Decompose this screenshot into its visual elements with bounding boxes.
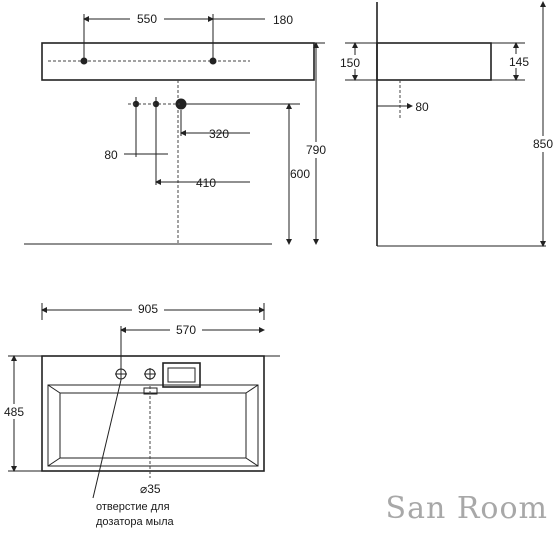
- bowl-outer: [47, 384, 259, 467]
- dim-label-150: 150: [340, 56, 360, 70]
- dim-label-180: 180: [273, 13, 293, 27]
- dim-label-850: 850: [533, 137, 553, 151]
- hole-diameter-label: ⌀35: [140, 482, 161, 496]
- right-mount-hole-icon: [209, 57, 217, 65]
- tray-cutout-outline: [162, 362, 201, 388]
- dim-label-550: 550: [137, 12, 157, 26]
- dim-label-905: 905: [138, 302, 158, 316]
- soap-hole-leader-line: [92, 379, 122, 499]
- dim-label-80-side: 80: [415, 100, 429, 114]
- plan-view: 905 570 485 ⌀35 отверстие для дозатора м…: [2, 301, 280, 528]
- front-elevation: 550 180 320 80 410 600 790: [24, 10, 327, 245]
- dim-label-410: 410: [196, 176, 216, 190]
- bowl-inner: [59, 392, 247, 459]
- dim-label-600: 600: [290, 167, 310, 181]
- left-mount-hole-icon: [80, 57, 88, 65]
- dim-label-320: 320: [209, 127, 229, 141]
- tray-cutout-inner: [167, 367, 196, 383]
- basin-plan-outline: [41, 355, 265, 472]
- soap-hole-note-line1: отверстие для: [96, 501, 170, 513]
- watermark-logo: San Room: [386, 491, 548, 526]
- dim-label-80-holes: 80: [104, 148, 118, 162]
- basin-side-outline: [376, 42, 492, 81]
- dim-label-145: 145: [509, 55, 529, 69]
- side-elevation: 150 145 80 850: [337, 1, 555, 247]
- soap-hole-note-line2: дозатора мыла: [96, 516, 175, 528]
- dim-label-485: 485: [4, 405, 24, 419]
- dim-label-790: 790: [306, 143, 326, 157]
- dim-label-570: 570: [176, 323, 196, 337]
